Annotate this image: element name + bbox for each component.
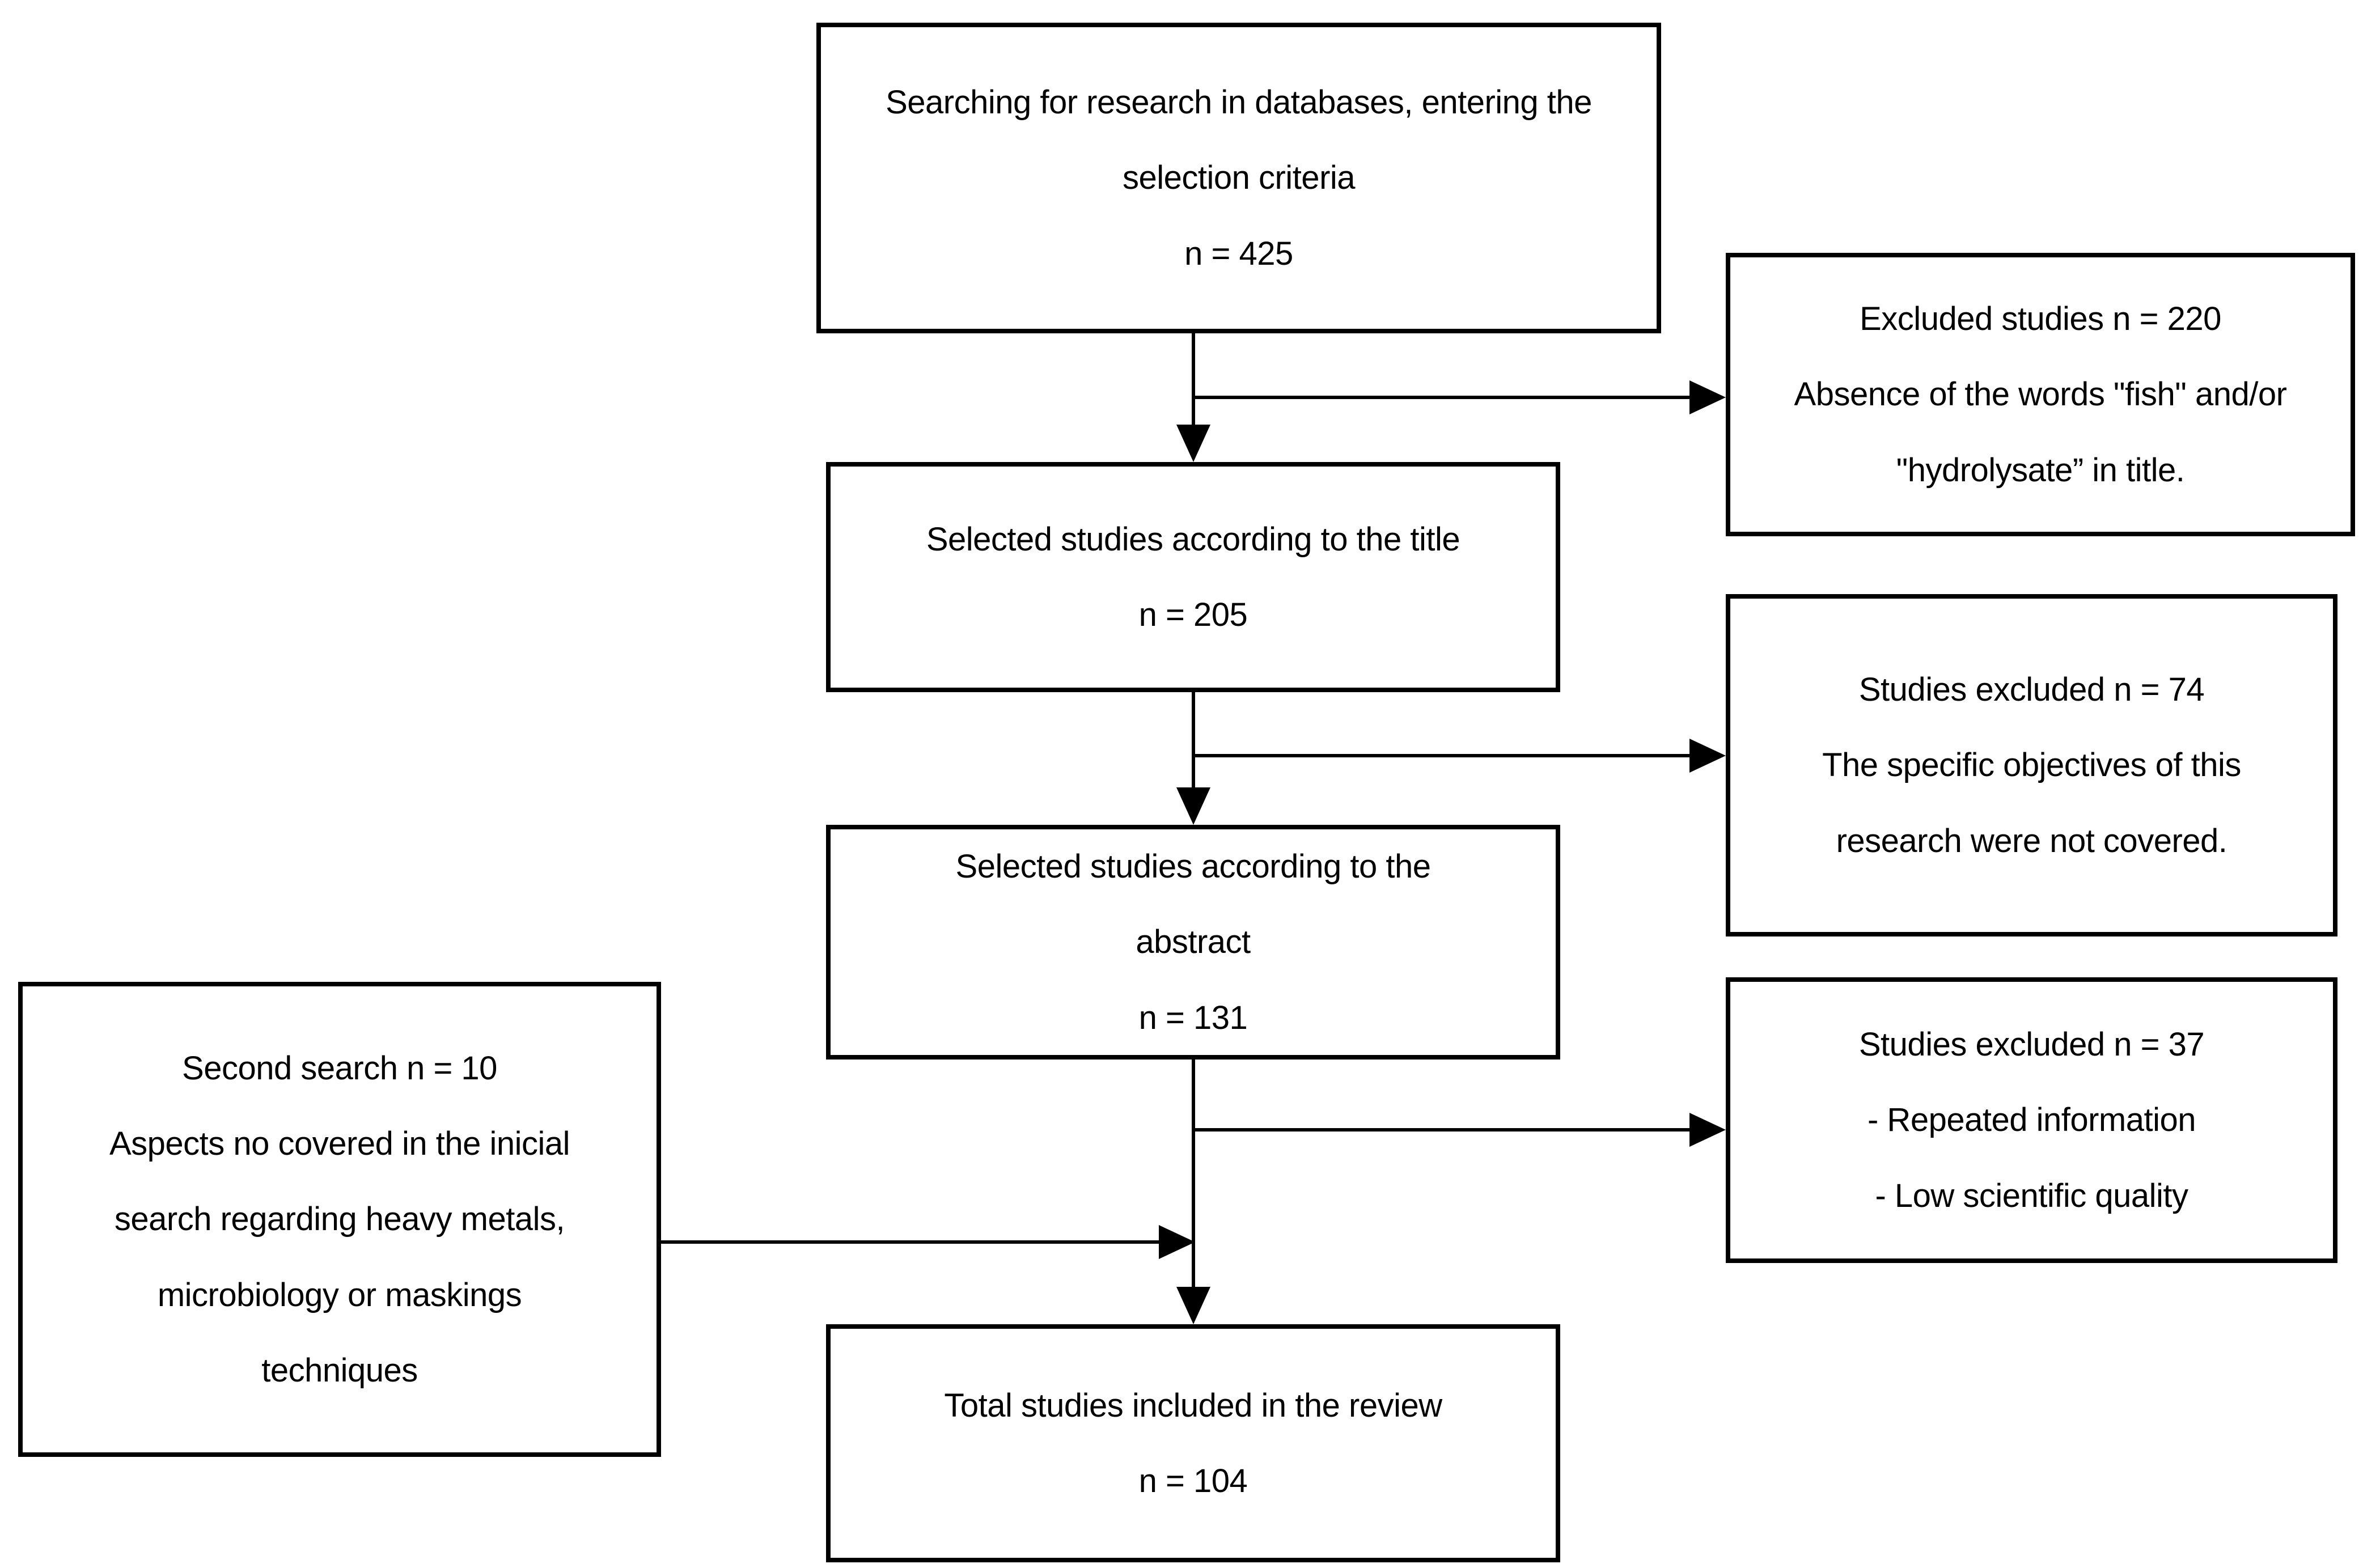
branch-to-excluded-objectives-arrowhead-icon — [1689, 739, 1726, 773]
box-excluded-by-objectives-count: Studies excluded n = 74 — [1858, 671, 2205, 708]
box-excluded-by-title-reason-2: "hydrolysate” in title. — [1896, 451, 2185, 489]
box-total-included-count: n = 104 — [1138, 1463, 1248, 1499]
box-database-search-line-1: Searching for research in databases, ent… — [886, 83, 1592, 121]
box-excluded-at-review-count: Studies excluded n = 37 — [1858, 1025, 2205, 1063]
box-selected-by-abstract: Selected studies according to the abstra… — [826, 825, 1560, 1060]
box-excluded-at-review-reason-1: - Repeated information — [1867, 1101, 2196, 1139]
box-excluded-by-title-count: Excluded studies n = 220 — [1860, 300, 2221, 337]
box-second-search-line-5: techniques — [261, 1352, 418, 1389]
branch-to-excluded-review-line — [1192, 1128, 1693, 1131]
connector-search-to-title-line — [1192, 333, 1195, 429]
box-total-included: Total studies included in the review n =… — [826, 1324, 1560, 1562]
box-second-search-line-4: microbiology or maskings — [157, 1276, 522, 1313]
box-excluded-by-title-reason-1: Absence of the words "fish" and/or — [1794, 376, 2287, 413]
box-selected-by-abstract-line-1: Selected studies according to the — [955, 847, 1431, 885]
box-total-included-line-1: Total studies included in the review — [944, 1387, 1442, 1424]
box-second-search: Second search n = 10 Aspects no covered … — [18, 982, 661, 1457]
box-database-search-count: n = 425 — [1184, 235, 1293, 272]
box-selected-by-abstract-count: n = 131 — [1138, 999, 1248, 1036]
connector-abstract-to-total-line — [1192, 1060, 1195, 1289]
branch-to-excluded-title-arrowhead-icon — [1689, 380, 1726, 414]
branch-second-search-to-flow-line — [661, 1240, 1160, 1244]
box-excluded-by-objectives-reason-2: research were not covered. — [1836, 822, 2228, 859]
connector-title-to-abstract-arrowhead-icon — [1176, 787, 1210, 825]
branch-to-excluded-objectives-line — [1192, 754, 1693, 757]
box-selected-by-title-count: n = 205 — [1138, 596, 1248, 633]
box-excluded-by-objectives-reason-1: The specific objectives of this — [1822, 747, 2241, 784]
box-second-search-line-2: Aspects no covered in the inicial — [109, 1125, 570, 1162]
box-excluded-at-review: Studies excluded n = 37 - Repeated infor… — [1726, 977, 2337, 1263]
box-database-search: Searching for research in databases, ent… — [816, 23, 1661, 333]
branch-second-search-to-flow-arrowhead-icon — [1159, 1225, 1195, 1259]
branch-to-excluded-review-arrowhead-icon — [1689, 1113, 1726, 1147]
box-database-search-line-2: selection criteria — [1122, 159, 1356, 197]
box-selected-by-abstract-line-2: abstract — [1136, 923, 1251, 961]
branch-to-excluded-title-line — [1192, 396, 1693, 399]
connector-abstract-to-total-arrowhead-icon — [1176, 1287, 1210, 1324]
box-excluded-at-review-reason-2: - Low scientific quality — [1875, 1177, 2188, 1214]
box-second-search-line-3: search regarding heavy metals, — [114, 1201, 565, 1238]
box-excluded-by-objectives: Studies excluded n = 74 The specific obj… — [1726, 594, 2337, 936]
box-selected-by-title: Selected studies according to the title … — [826, 462, 1560, 692]
box-selected-by-title-line-1: Selected studies according to the title — [926, 520, 1460, 558]
box-excluded-by-title: Excluded studies n = 220 Absence of the … — [1726, 253, 2355, 536]
connector-title-to-abstract-line — [1192, 692, 1195, 791]
connector-search-to-title-arrowhead-icon — [1176, 425, 1210, 462]
box-second-search-count: Second search n = 10 — [182, 1049, 497, 1087]
